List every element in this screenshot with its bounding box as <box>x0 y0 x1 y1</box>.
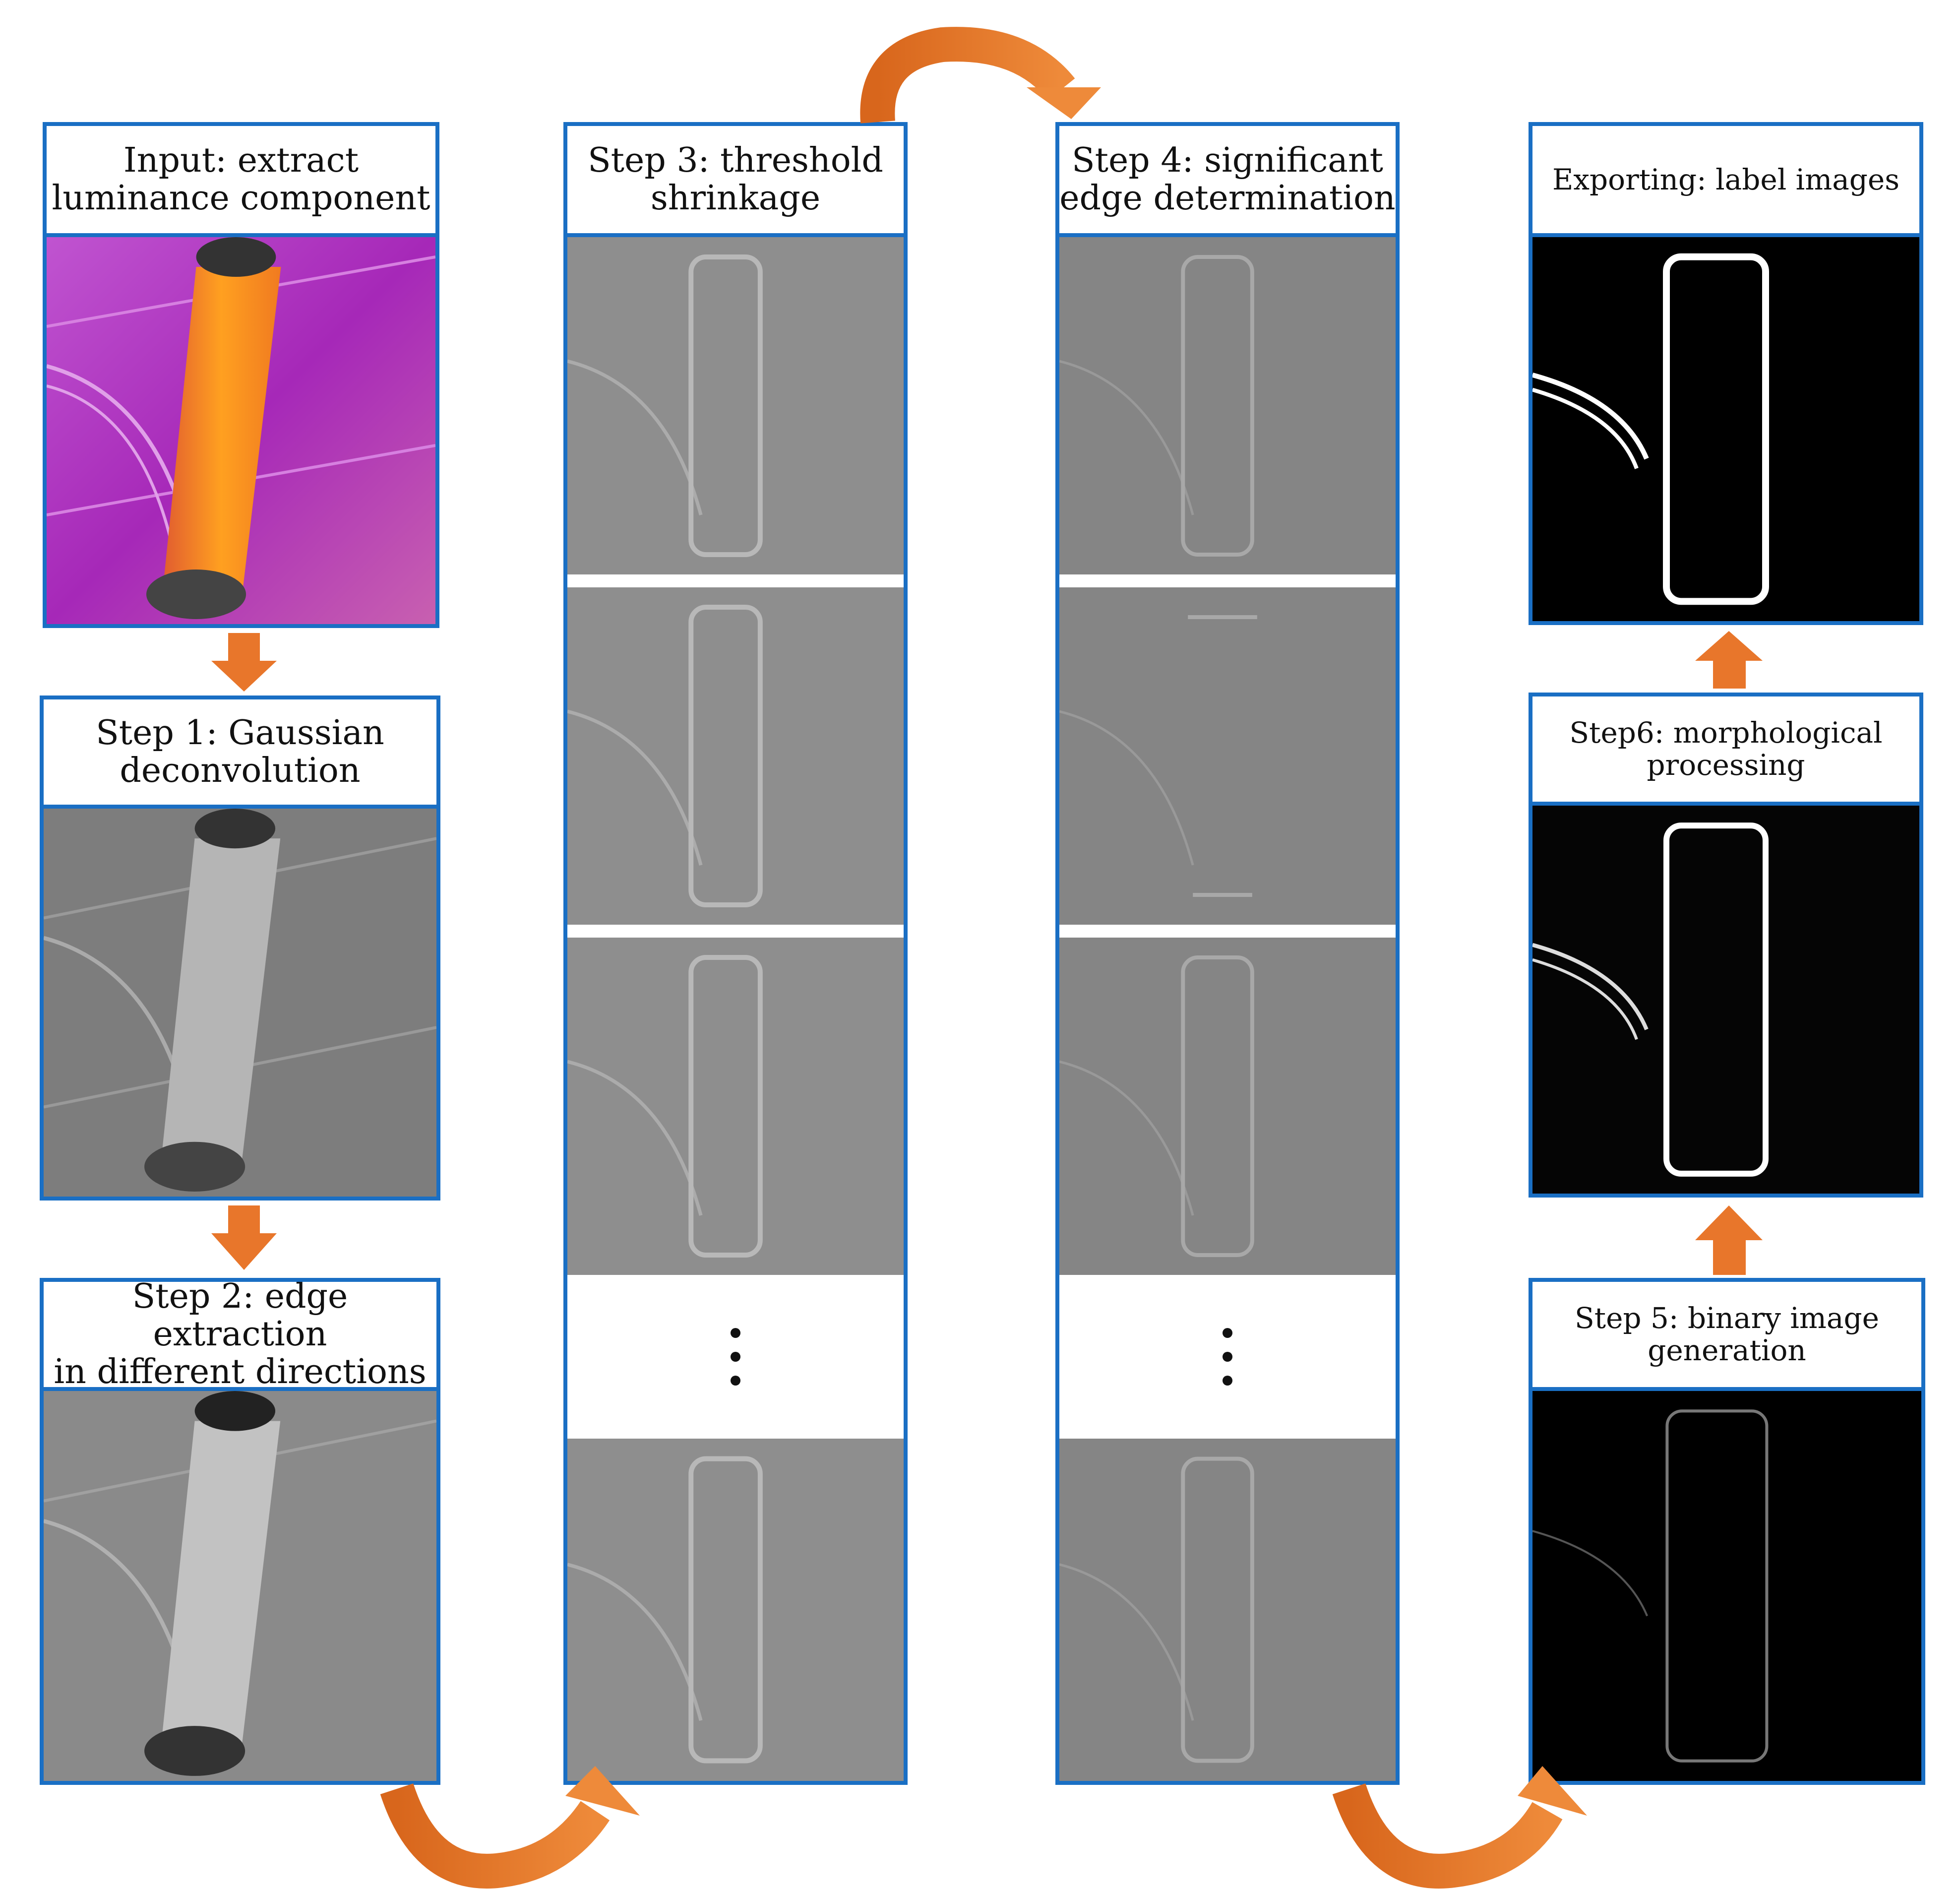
step3-panel: Step 3: threshold shrinkage <box>563 122 908 1785</box>
export-title: Exporting: label images <box>1532 126 1919 237</box>
arrow-down-step1-step2 <box>211 1205 277 1270</box>
step2-panel: Step 2: edge extraction in different dir… <box>40 1277 440 1785</box>
step5-title: Step 5: binary image generation <box>1532 1282 1921 1391</box>
step3-strip-1 <box>567 237 904 574</box>
step2-title: Step 2: edge extraction in different dir… <box>44 1277 436 1391</box>
arrow-down-input-step1 <box>211 633 277 692</box>
deconvolution-image <box>44 809 436 1197</box>
step3-strip-3 <box>567 938 904 1275</box>
step6-panel: Step6: morphological processing <box>1529 693 1923 1198</box>
arrow-curve-step3-step4 <box>860 27 1101 124</box>
thermal-luminance-image <box>47 237 435 624</box>
export-panel: Exporting: label images <box>1529 122 1923 625</box>
step4-title: Step 4: significant edge determination <box>1059 126 1396 237</box>
binary-image <box>1532 1391 1921 1781</box>
step1-panel: Step 1: Gaussian deconvolution <box>40 696 440 1201</box>
step3-title: Step 3: threshold shrinkage <box>567 126 904 237</box>
step4-strip-2 <box>1059 587 1396 925</box>
step4-strip-4 <box>1059 1439 1396 1781</box>
step3-strip-4 <box>567 1439 904 1781</box>
edge-extraction-image <box>44 1391 436 1781</box>
step5-panel: Step 5: binary image generation <box>1529 1278 1925 1785</box>
step3-more-dots <box>567 1275 904 1439</box>
input-title: Input: extract luminance component <box>47 126 435 237</box>
arrow-up-step5-step6 <box>1695 1205 1763 1275</box>
label-image <box>1532 237 1919 621</box>
morphological-image <box>1532 806 1919 1194</box>
step6-title: Step6: morphological processing <box>1532 696 1919 806</box>
step1-title: Step 1: Gaussian deconvolution <box>44 699 436 809</box>
step4-strip-3 <box>1059 938 1396 1275</box>
step3-strip-2 <box>567 587 904 925</box>
input-panel: Input: extract luminance component <box>43 122 439 628</box>
arrow-up-step6-export <box>1695 631 1763 689</box>
step4-strip-1 <box>1059 237 1396 574</box>
step4-more-dots <box>1059 1275 1396 1439</box>
step4-panel: Step 4: significant edge determination <box>1055 122 1400 1785</box>
